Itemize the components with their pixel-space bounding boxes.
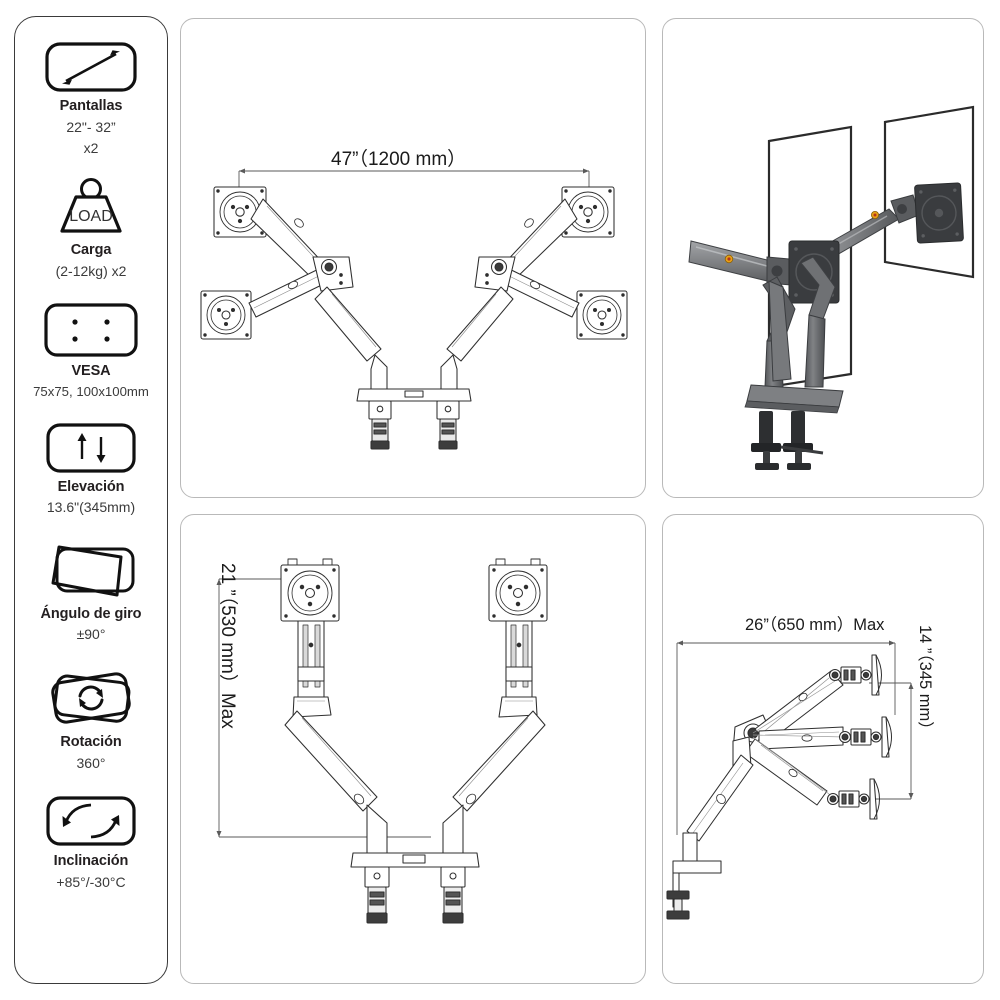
spec-title: VESA: [71, 362, 111, 379]
spec-item-carga: LOAD Carga (2-12kg) x2: [15, 177, 167, 280]
spec-item-inclinacion: Inclinación +85°/-30°C: [15, 794, 167, 891]
load-icon-text: LOAD: [69, 208, 113, 225]
desk-mount-base: [744, 384, 844, 470]
arm-position-middle: [752, 716, 892, 758]
arm-position-down: [744, 736, 880, 820]
product-render-drawing: [688, 105, 975, 470]
panel-product-render: [662, 18, 984, 498]
clamp-rear: [783, 411, 813, 470]
desk-base-plate: [356, 388, 472, 402]
vesa-plate-lower-right: [576, 290, 628, 340]
clamp-right: [436, 400, 460, 450]
side-view-drawing: [666, 640, 914, 920]
specs-sidebar: Pantallas 22"- 32” x2 LOAD Carga (2-12kg…: [14, 16, 168, 984]
elbow-joint-left: [312, 256, 354, 292]
spec-value-2: x2: [83, 139, 99, 156]
clamp-right: [440, 866, 466, 924]
clamp-front: [751, 411, 781, 470]
spec-item-elevacion: Elevación 13.6"(345mm): [15, 422, 167, 517]
load-weight-icon: LOAD: [60, 178, 122, 233]
dimension-label-travel: 14 ”（345 mm）: [916, 625, 934, 738]
monitor-frame-front: [767, 125, 853, 389]
top-view-drawing: [200, 168, 628, 450]
dimension-label-reach: 26”（650 mm）Max: [745, 616, 885, 634]
panel-front-view: 21 ”（530 mm）Max: [180, 514, 646, 984]
spec-title: Elevación: [57, 478, 125, 495]
rotation-icon: [51, 672, 131, 725]
spec-title: Pantallas: [59, 98, 123, 114]
spec-value: 360°: [76, 755, 106, 772]
spec-title: Carga: [70, 242, 112, 259]
dimension-label-height: 21 ”（530 mm）Max: [217, 563, 238, 729]
tilt-icon: [46, 796, 136, 846]
clamp-left: [368, 400, 392, 450]
desk-base-plate: [350, 852, 480, 868]
front-view-drawing: [216, 558, 548, 924]
height-adjust-arrows-icon: [46, 423, 136, 473]
spec-value: 75x75, 100x100mm: [33, 383, 149, 399]
vesa-pattern-icon: [44, 303, 138, 357]
spec-item-rotacion: Rotación 360°: [15, 667, 167, 772]
spec-value: ±90°: [76, 626, 106, 643]
panel-top-view: 47”（1200 mm）: [180, 18, 646, 498]
vesa-plate-right: [488, 558, 548, 622]
spec-title: Ángulo de giro: [40, 605, 142, 622]
swivel-angle-icon: [51, 545, 135, 597]
vesa-plate-left: [280, 558, 340, 622]
vesa-plate-lower-left: [200, 290, 252, 340]
arm-position-up: [752, 654, 882, 744]
dimension-label-width: 47”（1200 mm）: [331, 149, 467, 170]
spec-title: Rotación: [60, 734, 122, 751]
panel-side-view: 26”（650 mm）Max 14 ”（345 mm）: [662, 514, 984, 984]
spec-value: 13.6"(345mm): [46, 499, 136, 516]
desk-mount-base: [666, 860, 722, 920]
elbow-joint-right: [474, 256, 516, 292]
spec-item-pantallas: Pantallas 22"- 32” x2: [15, 41, 167, 157]
spec-value: (2-12kg) x2: [55, 262, 127, 279]
monitor-diagonal-icon: [45, 42, 137, 92]
spec-value: +85°/-30°C: [56, 873, 126, 890]
clamp-left: [364, 866, 390, 924]
spec-item-vesa: VESA 75x75, 100x100mm: [15, 302, 167, 400]
spec-title: Inclinación: [53, 853, 129, 870]
arm-lower-section: [762, 256, 836, 388]
spec-item-angulo-de-giro: Ángulo de giro ±90°: [15, 543, 167, 644]
spec-value: 22"- 32”: [66, 118, 116, 135]
